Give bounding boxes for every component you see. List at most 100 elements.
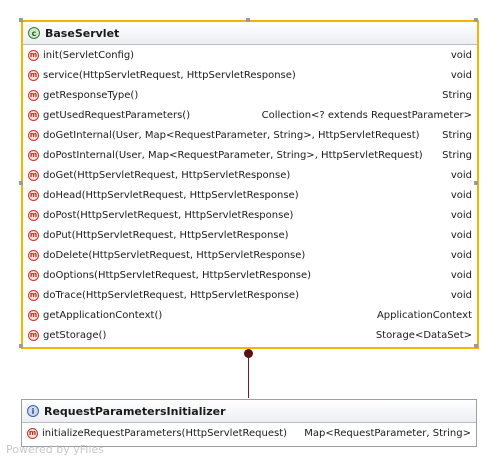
request-parameters-initializer-class[interactable]: i RequestParametersInitializer m initiali… <box>21 399 477 447</box>
method-icon: m <box>28 289 39 301</box>
method-icon: m <box>28 129 39 141</box>
method-left: m getStorage() <box>28 329 107 341</box>
method-signature: doGet(HttpServletRequest, HttpServletRes… <box>43 169 291 181</box>
method-row[interactable]: m getResponseType() String <box>23 85 477 105</box>
method-row[interactable]: m init(ServletConfig) void <box>23 45 477 65</box>
method-return-type: void <box>450 169 472 181</box>
method-return-type: void <box>450 229 472 241</box>
method-signature: getResponseType() <box>43 89 139 101</box>
method-signature: doPostInternal(User, Map<RequestParamete… <box>43 149 423 161</box>
method-return-type: String <box>442 89 472 101</box>
method-icon: m <box>28 109 39 121</box>
method-signature: init(ServletConfig) <box>43 49 135 61</box>
method-return-type: String <box>442 149 472 161</box>
method-left: m init(ServletConfig) <box>28 49 135 61</box>
method-icon: m <box>28 229 39 241</box>
resize-handle[interactable] <box>19 344 23 348</box>
class-name: RequestParametersInitializer <box>44 404 226 418</box>
method-return-type: void <box>450 289 472 301</box>
resize-handle[interactable] <box>19 18 23 22</box>
method-row[interactable]: m doGetInternal(User, Map<RequestParamete… <box>23 125 477 145</box>
method-signature: doGetInternal(User, Map<RequestParameter… <box>43 129 420 141</box>
method-list: m initializeRequestParameters(HttpServlet… <box>22 423 476 443</box>
method-row[interactable]: m doTrace(HttpServletRequest, HttpServlet… <box>23 285 477 305</box>
method-list: m init(ServletConfig) void m service(HttpSer… <box>23 45 477 345</box>
method-icon: m <box>28 69 39 81</box>
method-row[interactable]: m doDelete(HttpServletRequest, HttpServle… <box>23 245 477 265</box>
method-left: m getUsedRequestParameters() <box>28 109 191 121</box>
method-icon: m <box>28 189 39 201</box>
method-signature: doTrace(HttpServletRequest, HttpServletR… <box>43 289 299 301</box>
method-icon: m <box>27 427 38 439</box>
method-row[interactable]: m doPut(HttpServletRequest, HttpServletRe… <box>23 225 477 245</box>
method-signature: getUsedRequestParameters() <box>43 109 191 121</box>
resize-handle[interactable] <box>19 181 23 185</box>
method-return-type: String <box>442 129 472 141</box>
method-signature: doHead(HttpServletRequest, HttpServletRe… <box>43 189 299 201</box>
method-return-type: Map<RequestParameter, String> <box>304 427 471 439</box>
method-return-type: void <box>450 49 472 61</box>
method-icon: m <box>28 329 39 341</box>
method-icon: m <box>28 209 39 221</box>
class-header: i RequestParametersInitializer <box>22 400 476 423</box>
class-name: BaseServlet <box>45 26 120 40</box>
method-signature: doPut(HttpServletRequest, HttpServletRes… <box>43 229 289 241</box>
method-left: m service(HttpServletRequest, HttpServlet… <box>28 69 296 81</box>
method-icon: m <box>28 89 39 101</box>
method-left: m doGet(HttpServletRequest, HttpServletRe… <box>28 169 291 181</box>
watermark: Powered by yFiles <box>6 443 104 456</box>
resize-handle[interactable] <box>474 344 478 348</box>
method-left: m doTrace(HttpServletRequest, HttpServlet… <box>28 289 299 301</box>
method-row[interactable]: m doHead(HttpServletRequest, HttpServletR… <box>23 185 477 205</box>
method-row[interactable]: m getStorage() Storage<DataSet> <box>23 325 477 345</box>
method-left: m doGetInternal(User, Map<RequestParamete… <box>28 129 420 141</box>
method-signature: getApplicationContext() <box>43 309 163 321</box>
method-return-type: void <box>450 69 472 81</box>
method-return-type: Storage<DataSet> <box>375 329 472 341</box>
method-row[interactable]: m doOptions(HttpServletRequest, HttpServl… <box>23 265 477 285</box>
method-row[interactable]: m doPost(HttpServletRequest, HttpServletR… <box>23 205 477 225</box>
class-header: c BaseServlet <box>23 22 477 45</box>
method-icon: m <box>28 169 39 181</box>
method-return-type: void <box>450 189 472 201</box>
method-left: m doPost(HttpServletRequest, HttpServletR… <box>28 209 294 221</box>
method-icon: m <box>28 149 39 161</box>
method-signature: doDelete(HttpServletRequest, HttpServlet… <box>43 249 306 261</box>
method-icon: m <box>28 309 39 321</box>
method-icon: m <box>28 249 39 261</box>
method-left: m initializeRequestParameters(HttpServlet… <box>27 427 288 439</box>
method-return-type: ApplicationContext <box>376 309 472 321</box>
method-left: m doPostInternal(User, Map<RequestParamet… <box>28 149 423 161</box>
method-row[interactable]: m getUsedRequestParameters() Collection<? … <box>23 105 477 125</box>
method-row[interactable]: m initializeRequestParameters(HttpServlet… <box>22 423 476 443</box>
method-return-type: void <box>450 249 472 261</box>
method-return-type: void <box>450 209 472 221</box>
method-signature: doPost(HttpServletRequest, HttpServletRe… <box>43 209 294 221</box>
class-icon: c <box>28 27 40 39</box>
method-signature: initializeRequestParameters(HttpServletR… <box>42 427 288 439</box>
method-left: m doOptions(HttpServletRequest, HttpServl… <box>28 269 312 281</box>
method-icon: m <box>28 269 39 281</box>
method-return-type: Collection<? extends RequestParameter> <box>261 109 472 121</box>
method-left: m getResponseType() <box>28 89 139 101</box>
inheritance-edge[interactable] <box>248 356 249 398</box>
method-signature: service(HttpServletRequest, HttpServletR… <box>43 69 296 81</box>
method-left: m getApplicationContext() <box>28 309 163 321</box>
interface-icon: i <box>27 405 39 417</box>
resize-handle[interactable] <box>474 18 478 22</box>
edge-endpoint[interactable] <box>244 349 253 358</box>
method-left: m doDelete(HttpServletRequest, HttpServle… <box>28 249 306 261</box>
method-icon: m <box>28 49 39 61</box>
method-row[interactable]: m doPostInternal(User, Map<RequestParamet… <box>23 145 477 165</box>
method-left: m doHead(HttpServletRequest, HttpServletR… <box>28 189 299 201</box>
method-signature: doOptions(HttpServletRequest, HttpServle… <box>43 269 312 281</box>
method-left: m doPut(HttpServletRequest, HttpServletRe… <box>28 229 289 241</box>
method-return-type: void <box>450 269 472 281</box>
resize-handle[interactable] <box>246 18 250 22</box>
method-row[interactable]: m service(HttpServletRequest, HttpServlet… <box>23 65 477 85</box>
method-row[interactable]: m getApplicationContext() ApplicationConte… <box>23 305 477 325</box>
method-signature: getStorage() <box>43 329 107 341</box>
method-row[interactable]: m doGet(HttpServletRequest, HttpServletRe… <box>23 165 477 185</box>
resize-handle[interactable] <box>474 181 478 185</box>
